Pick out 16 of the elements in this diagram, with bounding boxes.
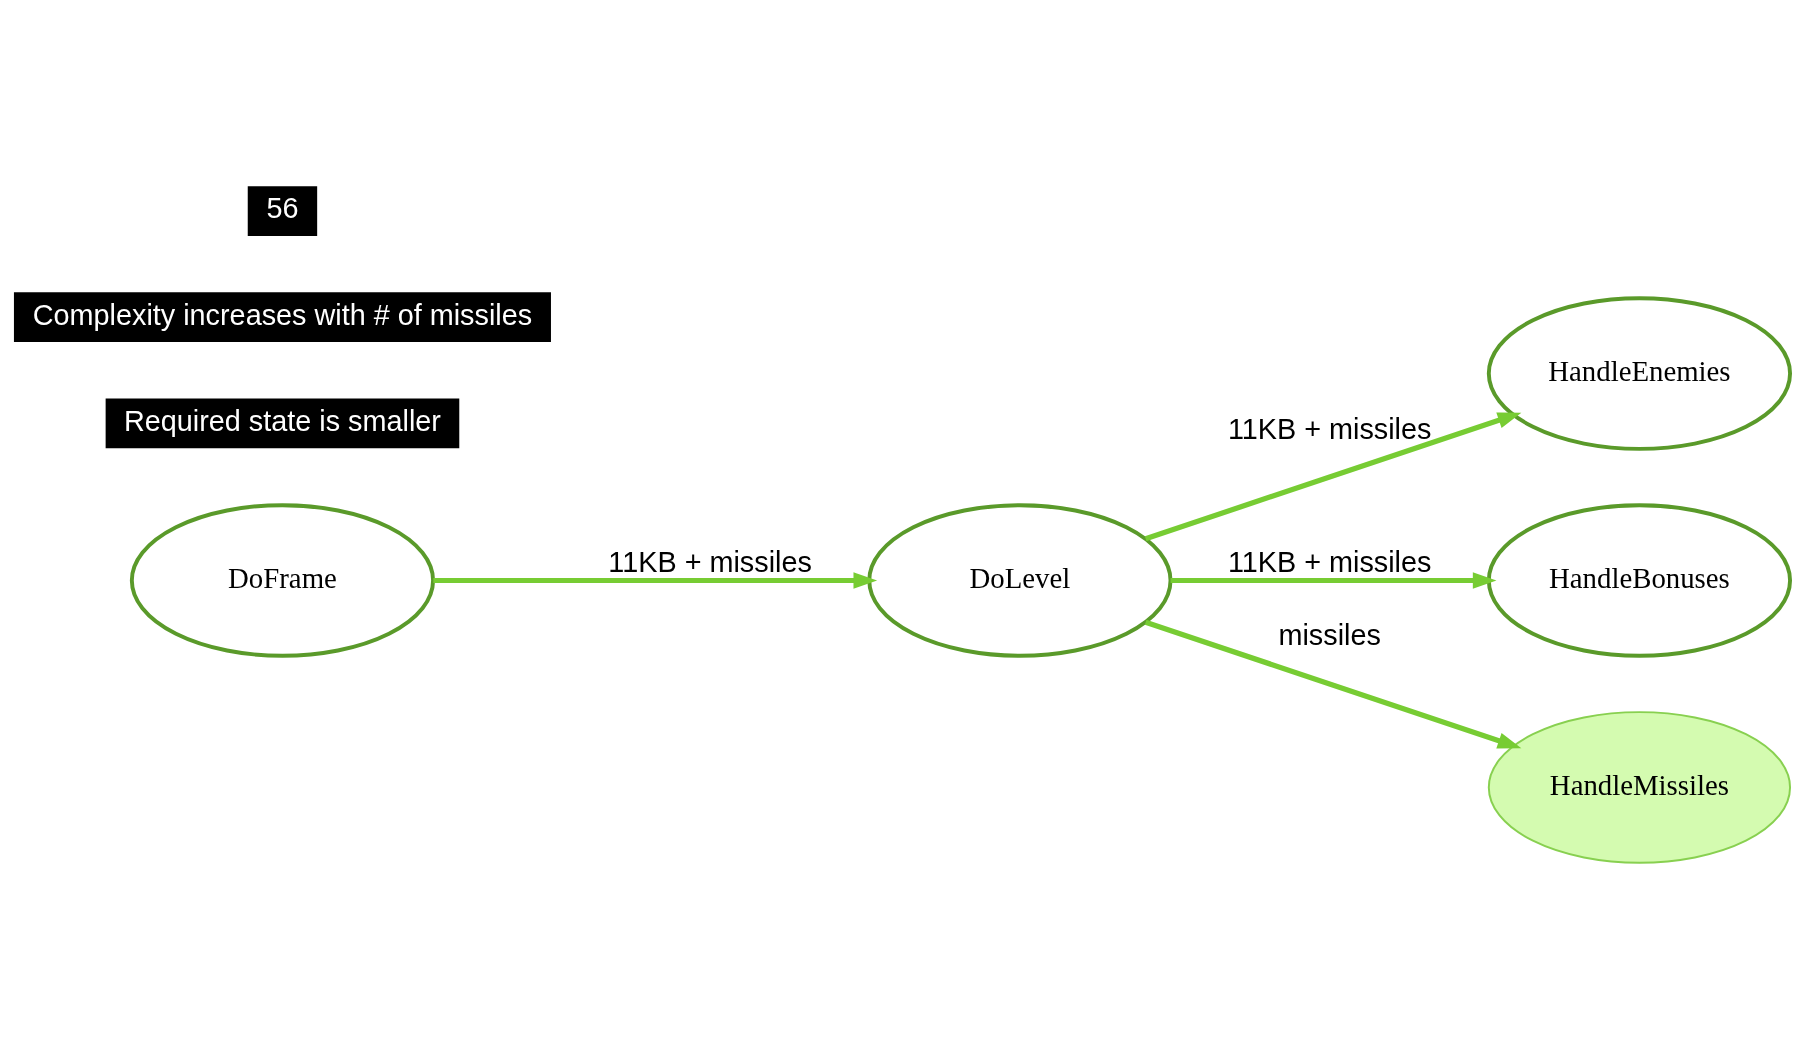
label: Complexity increases with # of missiles (32, 298, 533, 331)
arrow (433, 571, 878, 589)
node-ellipse: DoFrame (129, 502, 436, 658)
edge-label: 11KB + missiles (1227, 545, 1432, 578)
node-ellipse: HandleBonuses (1486, 502, 1793, 658)
node-ellipse: HandleEnemies (1486, 295, 1793, 451)
node-ellipse: HandleMissiles (1487, 710, 1792, 864)
arrow (1144, 411, 1522, 541)
arrow (1144, 619, 1522, 749)
edge-label: 11KB + missiles (1227, 412, 1432, 445)
label: 56 (266, 191, 299, 224)
edge-label: missiles (1278, 618, 1381, 651)
node-ellipse: DoLevel (867, 502, 1173, 658)
arrow (1170, 571, 1497, 589)
label: Required state is smaller (124, 404, 441, 437)
edge-label: 11KB + missiles (608, 545, 812, 578)
